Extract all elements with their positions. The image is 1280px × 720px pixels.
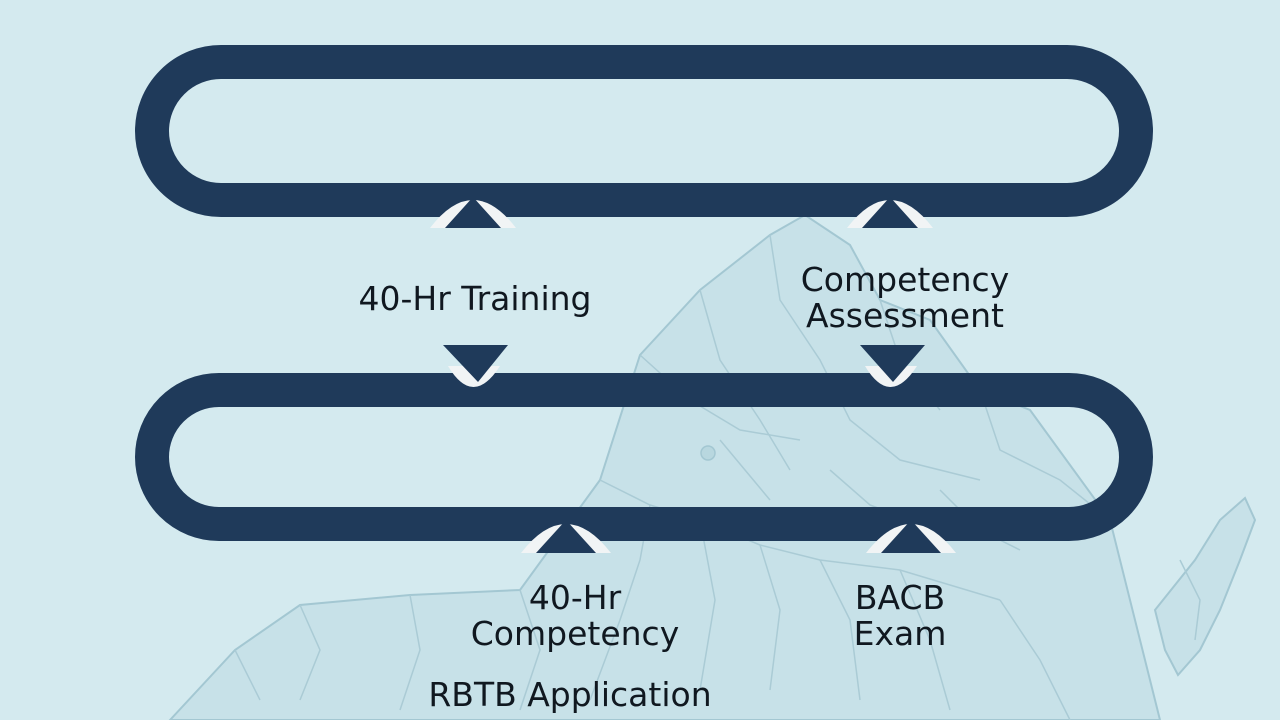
step-40hr-competency-line-2: Competency	[470, 614, 680, 654]
top-track	[135, 45, 1153, 217]
triangle-down-icon	[443, 345, 508, 387]
step-bacb-exam-line-1: BACB	[854, 578, 946, 617]
step-competency-assessment-line-2: Assessment	[806, 295, 1004, 335]
triangle-up-icon	[866, 520, 956, 553]
triangle-down-icon	[860, 345, 925, 387]
step-rbt-application-label: RBTB Application	[428, 675, 712, 714]
triangle-up-icon	[847, 197, 933, 228]
step-competency-assessment-label: Competency Assessment	[740, 262, 1070, 333]
step-bacb-exam-label: BACB Exam	[790, 578, 1010, 654]
step-40hr-competency-label: 40-Hr Competency	[420, 578, 730, 654]
triangle-up-icon	[521, 520, 611, 553]
triangle-up-icon	[430, 197, 516, 228]
step-competency-assessment-line-1: Competency	[800, 260, 1010, 299]
step-40hr-competency-line-1: 40-Hr	[528, 578, 622, 617]
bottom-track	[135, 373, 1153, 541]
step-40hr-training-label: 40-Hr Training	[358, 279, 592, 318]
step-bacb-exam-line-2: Exam	[853, 614, 947, 654]
